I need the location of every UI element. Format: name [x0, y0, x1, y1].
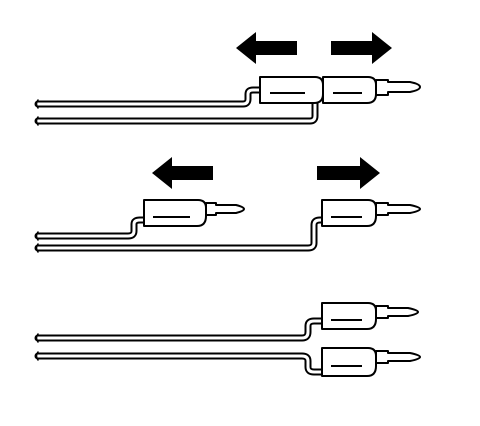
plug-pin [205, 202, 245, 216]
wire-end-mark [35, 231, 39, 253]
plug-body [143, 199, 207, 227]
arrow-left-icon [236, 32, 297, 64]
panel-side-by-side-plugs [34, 302, 421, 377]
plug-pin [375, 350, 421, 364]
lead-wire-inner [36, 88, 264, 106]
lead-wire-outer [34, 317, 328, 342]
plug-pin [375, 202, 421, 216]
arrow-right-icon [331, 32, 392, 64]
lead-wire-outer [34, 216, 150, 240]
panel-separated-plugs [34, 157, 421, 253]
plug-body [321, 347, 377, 377]
arrow-left-icon [152, 157, 213, 189]
plug-body [322, 76, 377, 104]
arrow-right-icon [317, 157, 380, 189]
lead-wire-outer [34, 352, 328, 376]
lead-wire-inner [36, 218, 326, 250]
wire-end-mark [35, 99, 39, 126]
plug-body [321, 199, 377, 227]
plug-pin [375, 79, 421, 96]
plug-body [259, 76, 324, 104]
lead-wire-inner [36, 354, 326, 374]
lead-wire-inner [36, 319, 326, 340]
lead-wire-outer [34, 86, 266, 108]
panel-stacked-plugs [34, 32, 421, 126]
plug-pin [375, 305, 419, 319]
lead-wire-inner [36, 218, 148, 238]
wire-end-mark [35, 333, 39, 361]
plug-body [321, 302, 377, 330]
